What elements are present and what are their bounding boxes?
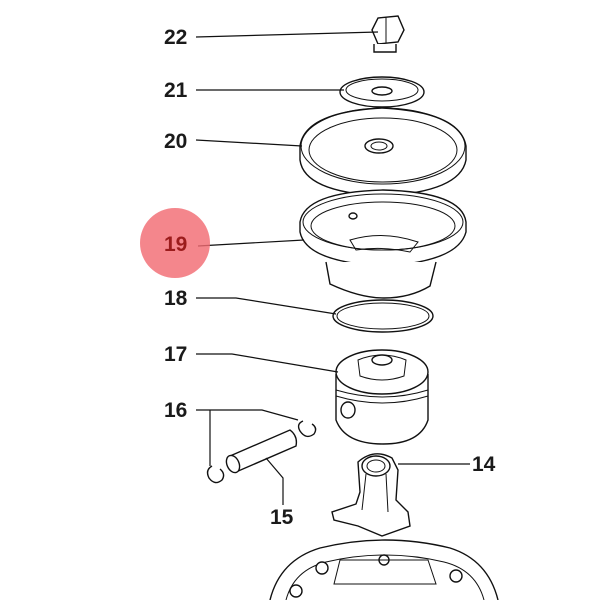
callout-20: 20	[164, 130, 187, 153]
part-20-cover[interactable]	[299, 107, 467, 197]
leader-22	[195, 31, 379, 38]
leader-lines	[195, 31, 470, 505]
callout-19-highlight	[140, 208, 210, 278]
leader-15	[265, 457, 284, 505]
leader-19	[197, 239, 305, 247]
part-14-connecting-rod[interactable]	[331, 453, 411, 537]
callout-21: 21	[164, 79, 188, 102]
part-18-o-ring[interactable]	[332, 299, 434, 333]
part-15-piston-pin[interactable]	[224, 429, 298, 475]
part-17-piston[interactable]	[335, 349, 429, 445]
leader-18	[196, 297, 337, 315]
part-19-sleeve[interactable]	[299, 189, 467, 299]
leader-20	[195, 139, 303, 147]
part-22-hex-bolt[interactable]	[371, 15, 405, 53]
leader-17	[196, 353, 339, 373]
callout-19: 19	[164, 233, 187, 256]
callout-15: 15	[270, 506, 294, 529]
leader-16	[196, 409, 299, 466]
callout-14: 14	[472, 453, 496, 476]
callout-18: 18	[164, 287, 188, 310]
callout-17: 17	[164, 343, 187, 366]
crankcase-housing	[269, 539, 499, 600]
callout-22: 22	[164, 26, 187, 49]
part-21-washer[interactable]	[339, 76, 425, 108]
callout-16: 16	[164, 399, 187, 422]
part-16-circlips[interactable]	[206, 420, 317, 484]
